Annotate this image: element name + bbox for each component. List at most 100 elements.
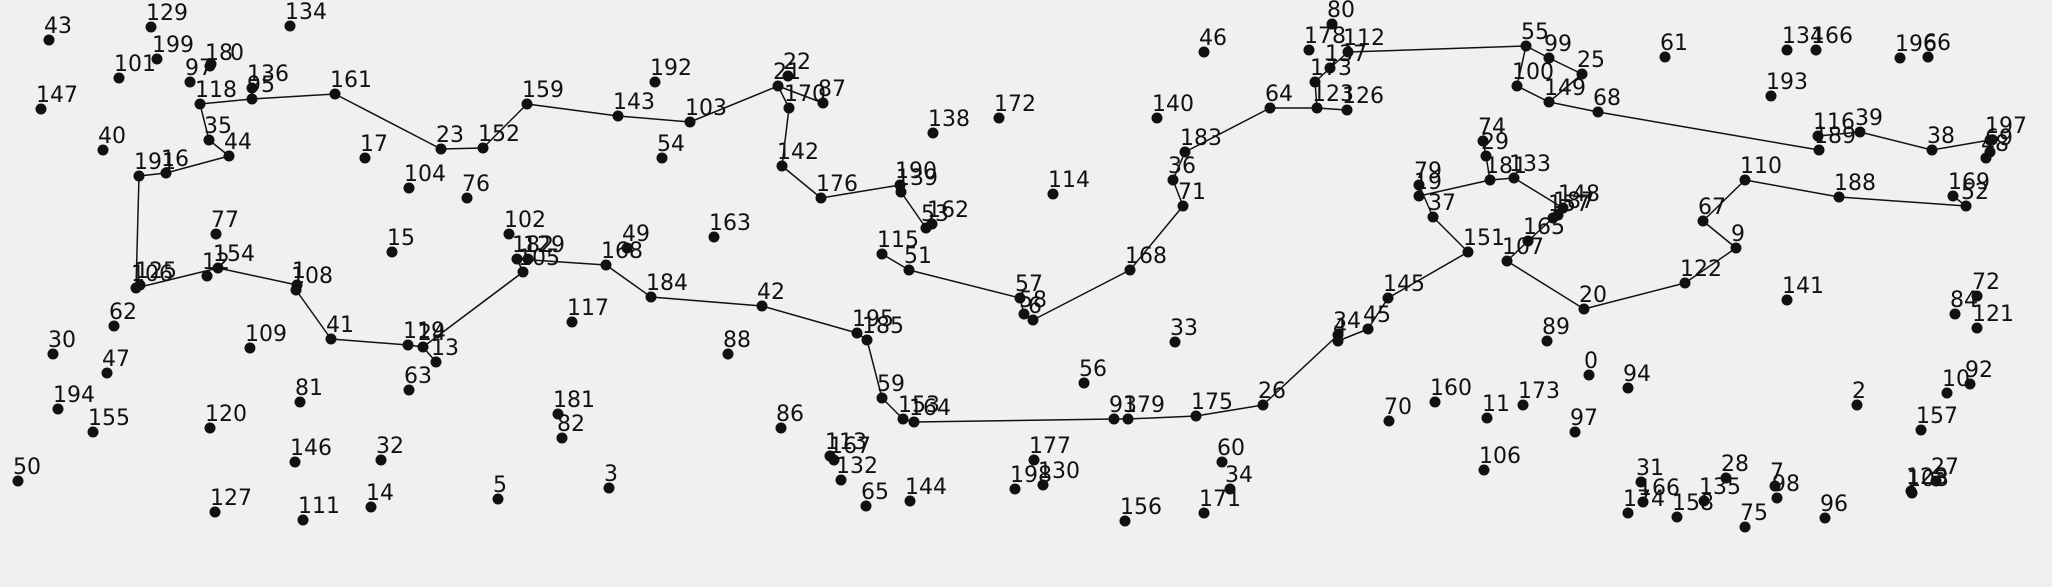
node-label: 121	[1972, 302, 2014, 327]
node-label: 37	[1428, 191, 1456, 216]
edge-176-142	[781, 165, 822, 199]
node-12	[201, 270, 213, 282]
node-label: 164	[909, 396, 951, 421]
node-55	[1520, 40, 1532, 52]
node-label: 49	[622, 222, 650, 247]
node-label: 187	[1553, 189, 1595, 214]
node-label: 130	[1038, 459, 1080, 484]
node-98	[1771, 492, 1783, 504]
node-label: 3	[604, 462, 618, 487]
node-52	[1960, 200, 1972, 212]
node-label: 168	[601, 239, 643, 264]
node-label: 2	[1852, 379, 1866, 404]
node-label: 192	[650, 56, 692, 81]
node-label: 70	[1384, 395, 1412, 420]
node-111	[297, 514, 309, 526]
edge-51-57	[908, 269, 1021, 299]
node-label: 127	[210, 486, 252, 511]
node-label: 105	[518, 246, 560, 271]
edge-159-152	[482, 103, 528, 149]
node-103	[684, 116, 696, 128]
node-label: 12	[202, 250, 230, 275]
edge-99-25	[1548, 57, 1583, 75]
node-198	[1009, 483, 1021, 495]
node-label: 173	[1310, 56, 1352, 81]
node-label: 88	[723, 328, 751, 353]
edge-176-190	[820, 184, 901, 199]
node-173	[1517, 399, 1529, 411]
node-66	[1922, 51, 1934, 63]
node-87	[817, 97, 829, 109]
node-label: 36	[1168, 154, 1196, 179]
node-106b	[1478, 464, 1490, 476]
node-129b	[522, 253, 534, 265]
node-15	[386, 246, 398, 258]
node-label: 139	[896, 166, 938, 191]
node-label: 151	[1463, 226, 1505, 251]
node-label: 115	[877, 228, 919, 253]
node-29	[1480, 150, 1492, 162]
node-26	[1257, 399, 1269, 411]
node-label: 31	[1636, 456, 1664, 481]
node-label: 156	[1120, 495, 1162, 520]
node-32	[375, 454, 387, 466]
edge-38-197	[1931, 139, 1991, 151]
node-37	[1427, 211, 1439, 223]
node-label: 146	[290, 436, 332, 461]
edge-44-16	[165, 155, 230, 174]
node-133	[1508, 172, 1520, 184]
node-152	[477, 142, 489, 154]
node-label: 178	[1304, 24, 1346, 49]
edge-68-189	[1597, 111, 1820, 151]
node-label: 199	[152, 33, 194, 58]
node-183	[1179, 146, 1191, 158]
node-label: 1	[292, 259, 306, 284]
node-label: 32	[376, 434, 404, 459]
node-163	[708, 231, 720, 243]
node-label: 68	[1593, 86, 1621, 111]
node-177	[1028, 454, 1040, 466]
edge-191-106	[135, 175, 140, 289]
node-label: 57	[1015, 272, 1043, 297]
node-17	[359, 152, 371, 164]
node-169	[1947, 190, 1959, 202]
node-label: 102	[504, 208, 546, 233]
node-188	[1833, 191, 1845, 203]
node-label: 100	[1512, 60, 1554, 85]
node-label: 181	[553, 388, 595, 413]
node-label: 20	[1579, 283, 1607, 308]
node-label: 53	[921, 202, 949, 227]
node-label: 13	[431, 336, 459, 361]
node-label: 7	[1770, 460, 1784, 485]
node-label: 33	[1170, 316, 1198, 341]
node-195	[851, 327, 863, 339]
node-label: 25	[1577, 48, 1605, 73]
node-70	[1383, 415, 1395, 427]
node-7	[1769, 480, 1781, 492]
node-9	[1730, 242, 1742, 254]
node-label: 154	[213, 242, 255, 267]
node-185	[861, 334, 873, 346]
node-label: 174	[1623, 487, 1665, 512]
node-126	[1341, 104, 1353, 116]
edge-168b-184	[605, 264, 652, 298]
node-179	[1122, 413, 1134, 425]
edge-164-93	[913, 418, 1115, 423]
node-123	[1311, 102, 1323, 114]
edge-154-1	[217, 267, 298, 286]
edge-185-59	[866, 339, 883, 399]
node-132	[835, 474, 847, 486]
node-171	[1198, 507, 1210, 519]
node-label: 145	[1383, 272, 1425, 297]
node-label: 184	[646, 271, 688, 296]
node-label: 17	[360, 132, 388, 157]
node-label: 147	[36, 83, 78, 108]
edge-184-42	[650, 296, 763, 307]
edge-179-175	[1127, 415, 1197, 420]
edge-100-55	[1516, 45, 1527, 87]
node-label: 82	[557, 412, 585, 437]
node-label: 126	[1342, 84, 1384, 109]
node-6	[1027, 314, 1039, 326]
